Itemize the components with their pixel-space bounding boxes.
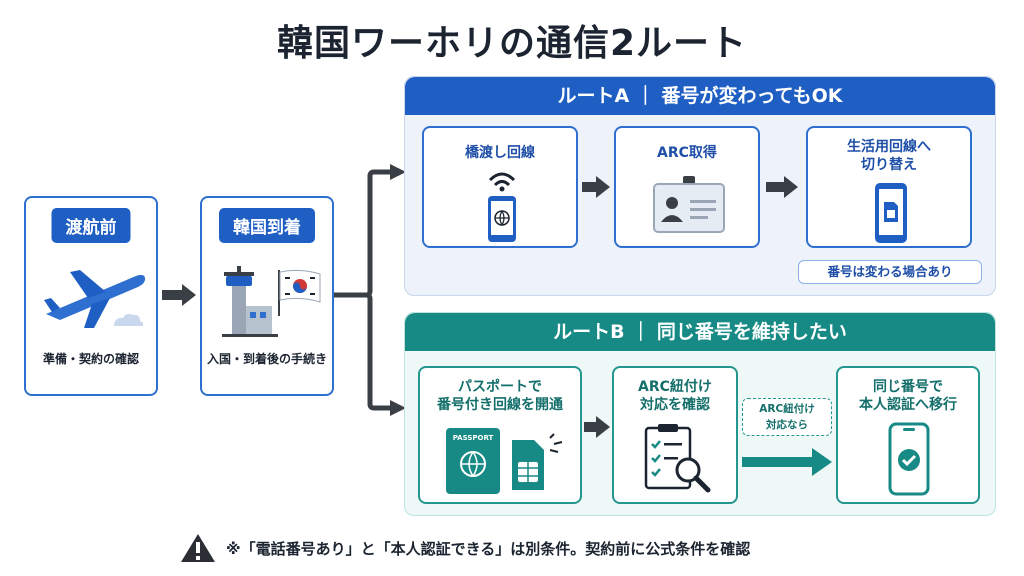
arrow-right-icon: [584, 416, 610, 438]
page-title: 韓国ワーホリの通信2ルート: [276, 23, 748, 64]
stage-label: 韓国到着: [219, 208, 315, 243]
arrow-right-icon: [766, 176, 798, 198]
phone-check-icon: [888, 422, 930, 496]
step-title: 同じ番号で 本人認証へ移行: [859, 379, 957, 413]
stage-caption: 準備・契約の確認: [42, 352, 139, 366]
smartphone-signal-icon: [488, 172, 516, 242]
branch-arrows: [334, 164, 406, 416]
route-b-step-same-number-auth: 同じ番号で 本人認証へ移行: [836, 366, 980, 504]
arrow-right-icon: [742, 448, 832, 476]
arrow-right-icon: [582, 176, 610, 198]
arrow-right-icon: [162, 284, 196, 306]
stage-arrival-korea: 韓国到着 入国・到着後の手続き: [200, 196, 334, 396]
svg-text:PASSPORT: PASSPORT: [453, 434, 494, 442]
passport-icon: PASSPORT: [446, 428, 500, 494]
route-b-step-passport-line: パスポートで 番号付き回線を開通 PASSPORT: [418, 366, 582, 504]
route-a-step-arc: ARC取得: [614, 126, 760, 248]
korea-flag-icon: [278, 269, 321, 316]
route-a-header: ルートA ｜ 番号が変わってもOK: [405, 77, 995, 115]
id-card-icon: [653, 176, 725, 233]
checklist-search-icon: [644, 424, 711, 493]
stage-caption: 入国・到着後の手続き: [206, 352, 327, 366]
step-title: 生活用回線へ 切り替え: [847, 139, 931, 173]
airport-tower-icon: [222, 266, 278, 337]
number-change-note: 番号は変わる場合あり: [798, 260, 982, 284]
route-a-step-bridge-line: 橋渡し回線: [422, 126, 578, 248]
route-a-step-switch-line: 生活用回線へ 切り替え: [806, 126, 972, 248]
step-title: パスポートで 番号付き回線を開通: [437, 379, 563, 413]
route-b-step-arc-link: ARC紐付け 対応を確認: [612, 366, 738, 504]
step-title: ARC紐付け 対応を確認: [638, 379, 712, 413]
airplane-icon: [44, 270, 146, 328]
footer-note: ※「電話番号あり」と「本人認証できる」は別条件。契約前に公式条件を確認: [180, 533, 750, 563]
warning-icon: [181, 534, 215, 562]
stage-before-departure: 渡航前 準備・契約の確認: [24, 196, 158, 396]
step-title: 橋渡し回線: [465, 145, 535, 161]
sim-card-icon: [512, 433, 563, 490]
route-b-header: ルートB ｜ 同じ番号を維持したい: [405, 313, 995, 351]
stage-label: 渡航前: [51, 208, 131, 243]
footer-text: ※「電話番号あり」と「本人認証できる」は別条件。契約前に公式条件を確認: [226, 539, 751, 558]
arc-condition-label: ARC紐付け 対応なら: [742, 398, 832, 436]
sim-phone-icon: [875, 183, 907, 243]
step-title: ARC取得: [657, 145, 717, 161]
